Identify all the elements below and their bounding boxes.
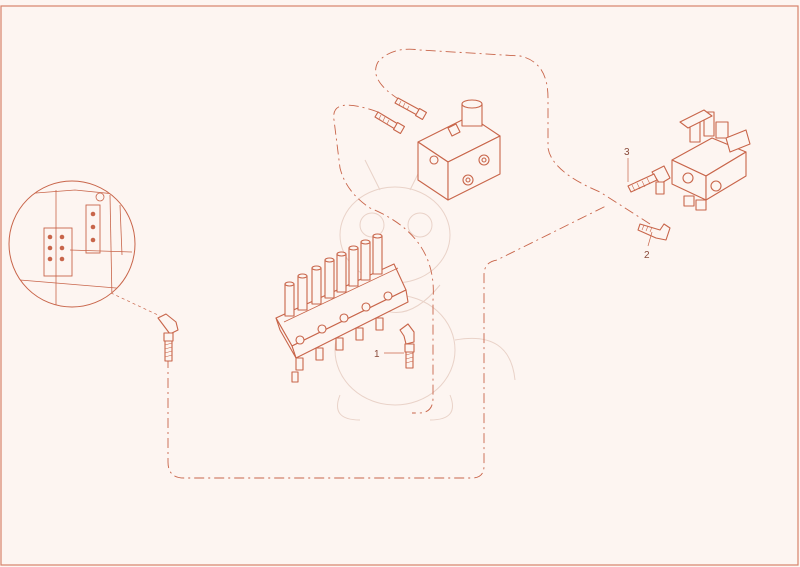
hose-3 [627,173,658,193]
callout-2: 2 [644,250,650,261]
callout-leaders [384,158,653,354]
hose-route-top-loop [375,48,651,225]
elbow-fitting-2 [637,223,671,241]
valve-spools [284,233,383,317]
main-control-valve-block [275,233,409,383]
connector-bolts [374,97,428,135]
detail-magnifier [8,180,136,308]
left-elbow-fitting [157,313,179,362]
diagram-frame [0,5,799,566]
distribution-block [417,99,501,201]
elbow-fitting-1 [399,323,415,369]
callout-1: 1 [374,349,380,360]
hose-route-upper-loop [333,104,434,414]
valve-front-ports [291,291,393,383]
pump-manifold-assembly [651,109,751,211]
hose-route-left-to-pump [167,204,609,479]
callout-3: 3 [624,147,630,158]
